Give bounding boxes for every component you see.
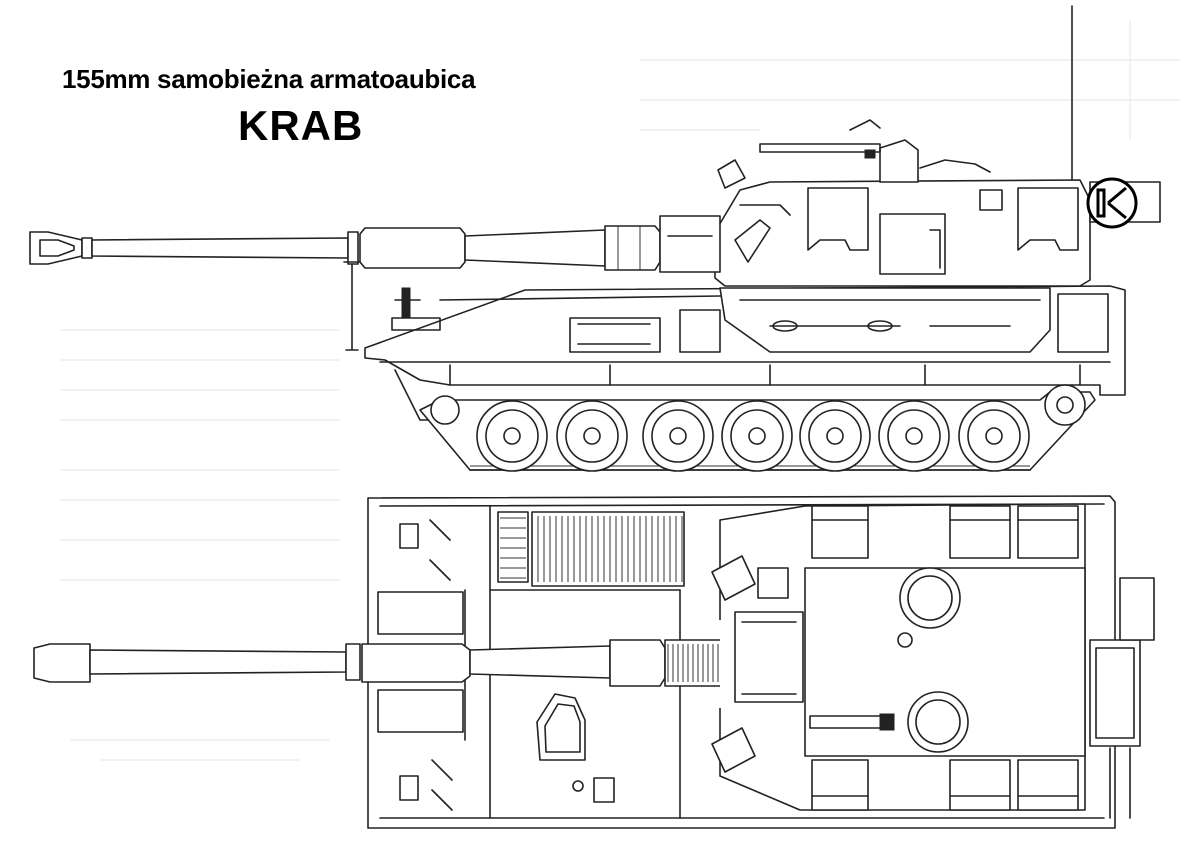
commander-cupola <box>899 567 961 629</box>
top-turret <box>711 503 1086 811</box>
side-gun-barrel <box>29 225 661 271</box>
driver-hatch <box>536 693 586 761</box>
road-wheel <box>642 400 714 472</box>
road-wheel <box>556 400 628 472</box>
road-wheel <box>721 400 793 472</box>
rear-rack <box>1089 577 1155 819</box>
road-wheel <box>958 400 1030 472</box>
top-cupolas <box>809 567 969 753</box>
road-wheel <box>476 400 548 472</box>
crab-insignia-icon <box>1086 177 1138 229</box>
road-wheels <box>476 400 1030 472</box>
gunner-cupola <box>809 691 969 753</box>
front-fittings <box>377 519 466 811</box>
background-artifacts <box>60 20 1180 761</box>
side-cupola <box>717 119 991 189</box>
road-wheel <box>799 400 871 472</box>
travel-lock <box>343 261 361 351</box>
engine-grille <box>497 511 685 587</box>
subtitle: 155mm samobieżna armatoaubica <box>62 64 476 94</box>
page-title: KRAB <box>238 102 364 149</box>
top-view <box>33 495 1155 829</box>
road-wheel <box>878 400 950 472</box>
side-view <box>29 5 1161 472</box>
top-gun-barrel <box>33 639 741 687</box>
side-turret <box>659 179 1161 353</box>
